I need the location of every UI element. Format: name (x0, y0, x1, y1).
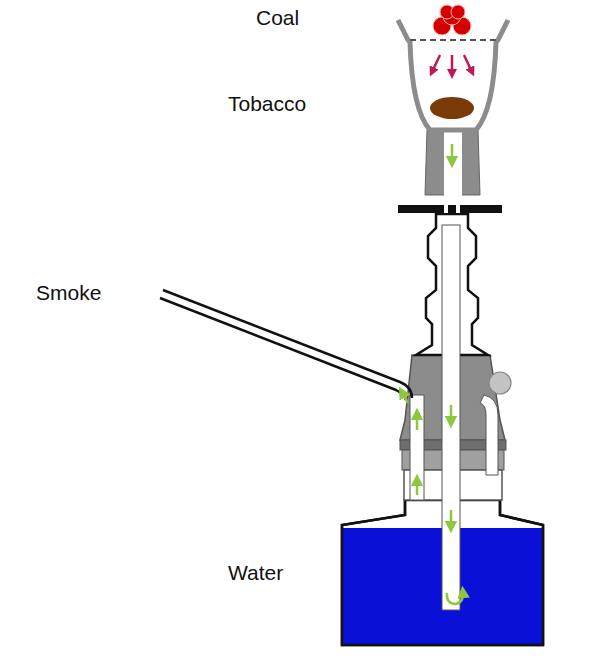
heat-arrows (432, 55, 472, 74)
part-label: Tobacco (228, 92, 306, 115)
part-label: Coal (256, 6, 299, 29)
ash-plate (398, 205, 502, 213)
flow-arrows (402, 144, 463, 604)
part-label: Water (228, 561, 283, 584)
purge-valve (489, 372, 511, 394)
valve-tube (480, 395, 498, 475)
tobacco-bowl (398, 20, 508, 130)
bowl-channel (444, 130, 462, 205)
part-label: Smoke (36, 281, 101, 304)
coals (433, 5, 471, 35)
hose (160, 290, 412, 400)
outlet-tube (410, 395, 424, 500)
